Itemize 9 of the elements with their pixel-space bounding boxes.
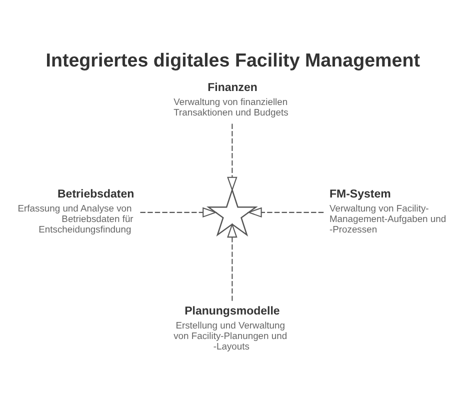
arrow <box>227 222 238 300</box>
arrow <box>227 123 238 191</box>
arrow <box>140 206 218 218</box>
diagram-title: Integriertes digitales Facility Management <box>46 48 420 70</box>
node-text: FM-System Verwaltung von Facility-Management-Aufgaben und -Prozessen <box>329 188 446 234</box>
node-text: Betriebsdaten Erfassung und Analyse von Betriebsdaten für Entscheidungsfindung <box>18 188 134 234</box>
node-text: Planungsmodelle Erstellung und Verwaltung von Facility-Planungen und -Layouts <box>174 305 288 352</box>
node-text: Finanzen Verwaltung von finanziellen Transaktionen und Budgets <box>174 81 288 117</box>
arrow <box>247 206 324 218</box>
